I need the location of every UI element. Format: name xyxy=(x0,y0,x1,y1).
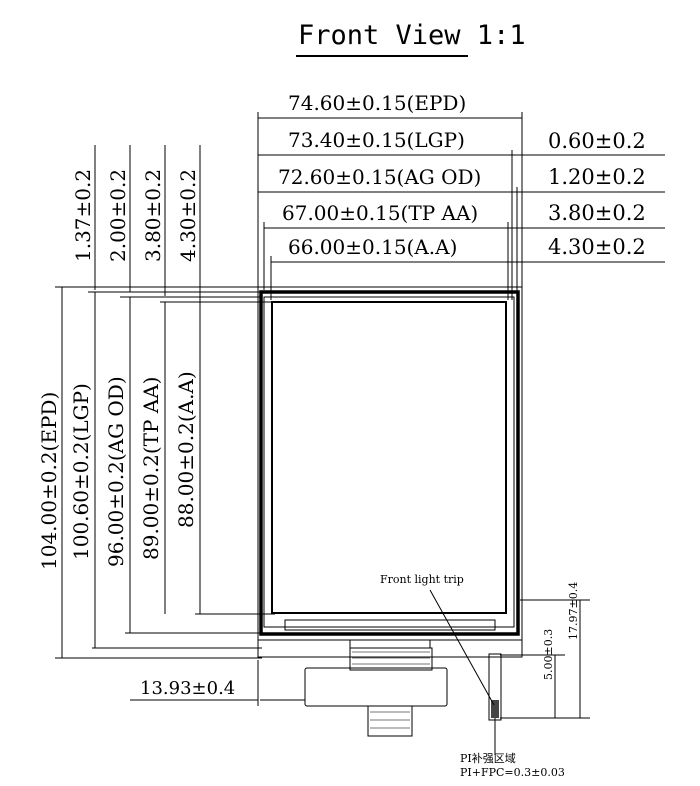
fpc-body xyxy=(304,667,448,707)
tab-height-label: 5.00±0.3 xyxy=(542,629,555,680)
fpc-connector-bar xyxy=(349,639,431,649)
dim-lgp-label: 73.40±0.15(LGP) xyxy=(288,128,465,152)
front-light-leader xyxy=(429,589,495,706)
front-light-trip: Front light trip xyxy=(380,573,502,721)
total-height-label: 17.97±0.4 xyxy=(567,582,580,640)
top-offset-1: 1.37±0.2 xyxy=(71,169,95,262)
active-area xyxy=(271,301,507,614)
right-offset-3: 3.80±0.2 xyxy=(548,201,646,225)
front-light-tab-end xyxy=(491,700,499,718)
fpc-offset-label: 13.93±0.4 xyxy=(140,678,235,699)
fpc-tail xyxy=(304,647,448,737)
epd-outline xyxy=(257,286,523,658)
vdim-lgp-label: 100.60±0.2(LGP) xyxy=(69,383,93,560)
pi-note-line1: PI补强区域 xyxy=(460,752,516,765)
vdim-ag-od-label: 96.00±0.2(AG OD) xyxy=(104,376,128,567)
pi-note-line2: PI+FPC=0.3±0.03 xyxy=(460,766,565,779)
top-offset-2: 2.00±0.2 xyxy=(106,169,130,262)
right-offset-1: 0.60±0.2 xyxy=(548,129,646,153)
fpc-connector xyxy=(367,705,413,737)
pi-note: PI补强区域 PI+FPC=0.3±0.03 xyxy=(460,718,565,779)
top-offset-dimensions: 1.37±0.2 2.00±0.2 3.80±0.2 4.30±0.2 xyxy=(71,145,201,302)
drawing-title: Front View 1:1 xyxy=(298,20,526,51)
horizontal-dimensions: 74.60±0.15(EPD) 73.40±0.15(LGP) 72.60±0.… xyxy=(257,91,523,300)
top-offset-4: 4.30±0.2 xyxy=(176,169,200,262)
fpc-offset-dimension: 13.93±0.4 xyxy=(130,660,305,706)
ag-od-frame xyxy=(263,296,515,628)
right-offset-4: 4.30±0.2 xyxy=(548,235,646,259)
dim-epd-label: 74.60±0.15(EPD) xyxy=(288,91,466,115)
vertical-dimensions: 104.00±0.2(EPD) 100.60±0.2(LGP) 96.00±0.… xyxy=(37,286,275,659)
dim-tp-aa-label: 67.00±0.15(TP AA) xyxy=(282,201,478,225)
top-offset-3: 3.80±0.2 xyxy=(141,169,165,262)
bottom-strip xyxy=(284,619,496,631)
vdim-aa-label: 88.00±0.2(A.A) xyxy=(174,371,198,528)
vdim-epd-label: 104.00±0.2(EPD) xyxy=(37,392,61,570)
right-small-dimensions: 5.00±0.3 17.97±0.4 xyxy=(500,582,590,719)
vdim-tp-aa-label: 89.00±0.2(TP AA) xyxy=(139,377,163,560)
dim-aa-label: 66.00±0.15(A.A) xyxy=(288,235,457,259)
right-offset-dimensions: 0.60±0.2 1.20±0.2 3.80±0.2 4.30±0.2 xyxy=(508,129,665,263)
dim-ag-od-label: 72.60±0.15(AG OD) xyxy=(278,165,481,189)
lgp-frame xyxy=(259,290,520,636)
right-offset-2: 1.20±0.2 xyxy=(548,165,646,189)
fpc-hatched-neck xyxy=(349,647,433,671)
display-module xyxy=(257,286,523,658)
front-light-label: Front light trip xyxy=(380,573,464,586)
